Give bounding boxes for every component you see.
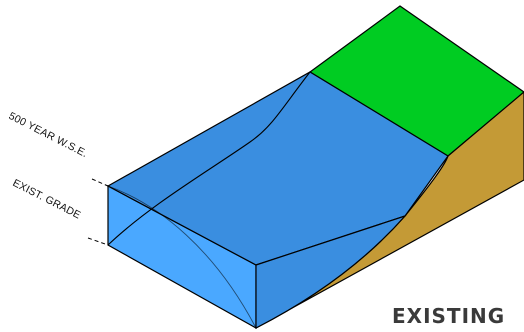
diagram-caption: EXISTING [392,304,506,328]
grade-label: EXIST. GRADE [11,177,83,222]
water-front-face [255,214,407,329]
wse-label: 500 YEAR W.S.E. [7,110,90,160]
existing-grade-profile [107,71,311,246]
water-top-surface [106,71,449,266]
existing-grade-inner-edge [107,185,257,329]
wse-leader-line [91,178,109,187]
grade-leader-line [87,237,109,246]
